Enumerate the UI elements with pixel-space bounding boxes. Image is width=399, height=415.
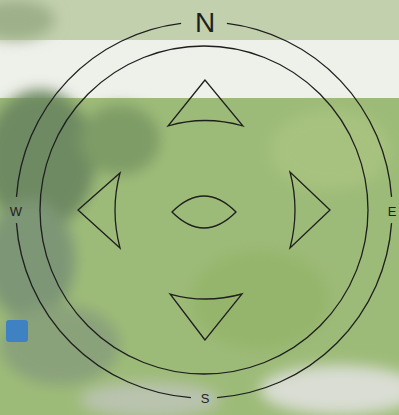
outer-ring (16, 23, 391, 397)
inner-ring (40, 46, 368, 374)
center-lens (172, 196, 236, 228)
north-pointer (168, 80, 243, 126)
west-letter: W (10, 205, 22, 218)
compass-rose (16, 23, 391, 397)
south-letter: S (201, 392, 210, 405)
west-pointer (78, 173, 120, 248)
north-letter: N (195, 9, 215, 37)
east-letter: E (388, 205, 397, 218)
east-pointer (290, 172, 330, 248)
south-pointer (170, 294, 242, 340)
